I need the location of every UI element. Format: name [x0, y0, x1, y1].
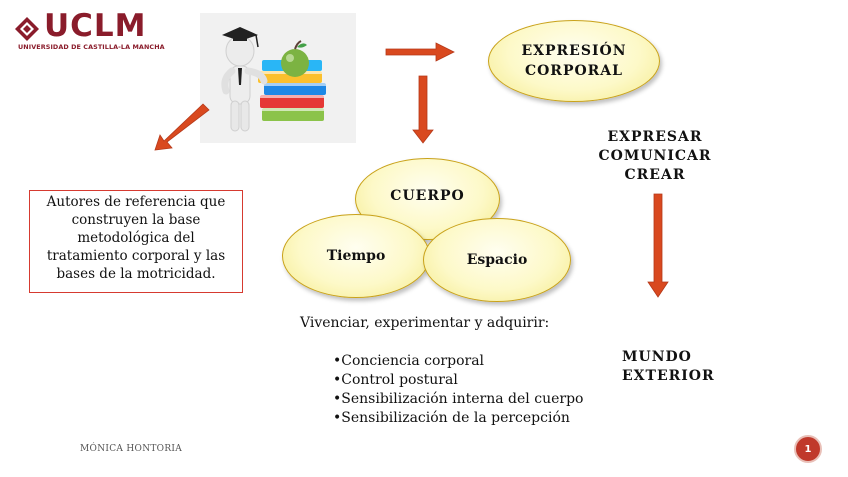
arrow-down-long-icon: [648, 194, 668, 297]
crear-text: CREAR: [590, 166, 720, 185]
authors-line: tratamiento corporal y las: [30, 247, 242, 265]
expresar-comunicar-crear: EXPRESAR COMUNICAR CREAR: [590, 128, 720, 185]
vivenciar-heading: Vivenciar, experimentar y adquirir:: [300, 315, 549, 331]
arrow-down-icon: [413, 76, 433, 143]
authors-line: construyen la base: [30, 211, 242, 229]
acquisition-list: •Conciencia corporal •Control postural •…: [333, 352, 583, 428]
arrow-right-icon: [386, 43, 454, 61]
list-item: •Control postural: [333, 371, 583, 390]
list-item: •Sensibilización de la percepción: [333, 409, 583, 428]
arrow-diagonal-icon: [155, 104, 209, 150]
expresion-line1: EXPRESIÓN: [521, 41, 626, 61]
list-item: •Conciencia corporal: [333, 352, 583, 371]
espacio-ellipse: Espacio: [423, 218, 571, 302]
expresion-corporal-ellipse: EXPRESIÓN CORPORAL: [488, 20, 660, 102]
authors-line: Autores de referencia que: [30, 193, 242, 211]
tiempo-ellipse: Tiempo: [282, 214, 430, 298]
authors-line: metodológica del: [30, 229, 242, 247]
expresion-line2: CORPORAL: [521, 61, 626, 81]
footer-author: MÓNICA HONTORIA: [80, 444, 182, 454]
mundo-exterior: MUNDO EXTERIOR: [622, 348, 715, 386]
comunicar-text: COMUNICAR: [590, 147, 720, 166]
authors-box: Autores de referencia que construyen la …: [29, 190, 243, 293]
page-number-badge: 1: [794, 435, 822, 463]
expresar-text: EXPRESAR: [590, 128, 720, 147]
exterior-text: EXTERIOR: [622, 367, 715, 386]
mundo-text: MUNDO: [622, 348, 715, 367]
list-item: •Sensibilización interna del cuerpo: [333, 390, 583, 409]
authors-line: bases de la motricidad.: [30, 265, 242, 283]
